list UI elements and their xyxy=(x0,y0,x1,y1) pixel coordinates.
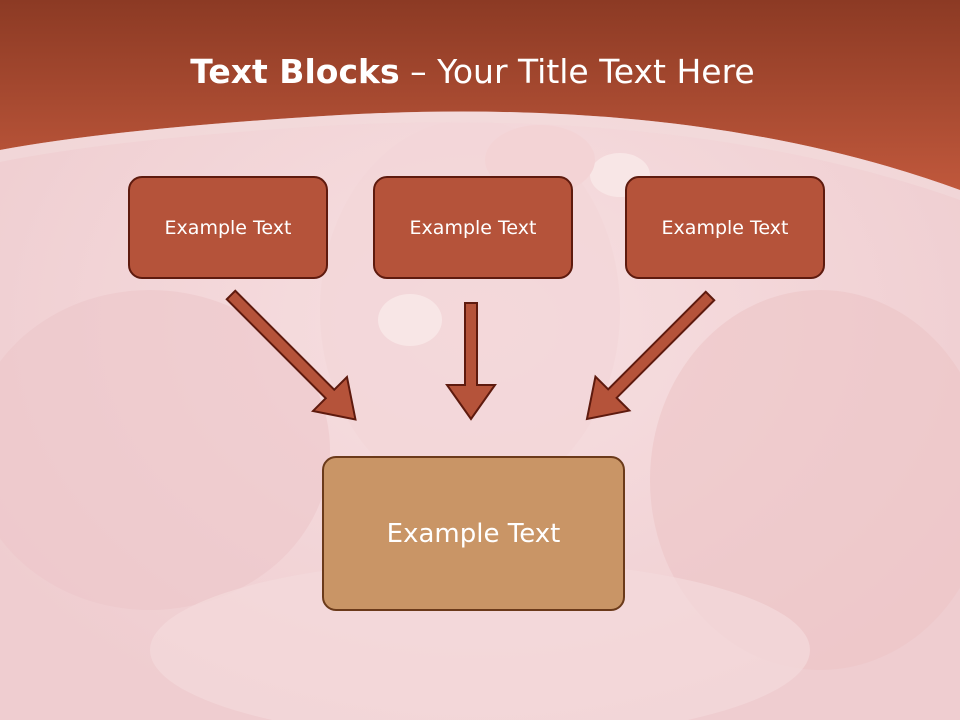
header-band xyxy=(0,0,960,190)
title-rest: Your Title Text Here xyxy=(437,52,755,91)
text-block-3[interactable]: Example Text xyxy=(625,176,825,279)
target-text-block[interactable]: Example Text xyxy=(322,456,625,611)
header-swoosh xyxy=(0,111,960,200)
title-dash: – xyxy=(399,52,438,91)
text-block-1-label: Example Text xyxy=(164,216,292,239)
target-text-block-label: Example Text xyxy=(386,518,561,549)
text-block-1[interactable]: Example Text xyxy=(128,176,328,279)
slide-title: Text Blocks – Your Title Text Here xyxy=(0,52,945,91)
arrow-center xyxy=(445,302,497,421)
text-block-2[interactable]: Example Text xyxy=(373,176,573,279)
text-block-2-label: Example Text xyxy=(409,216,537,239)
text-block-3-label: Example Text xyxy=(661,216,789,239)
title-bold: Text Blocks xyxy=(190,52,400,91)
arrow-right xyxy=(585,290,716,421)
arrow-left xyxy=(225,289,357,421)
